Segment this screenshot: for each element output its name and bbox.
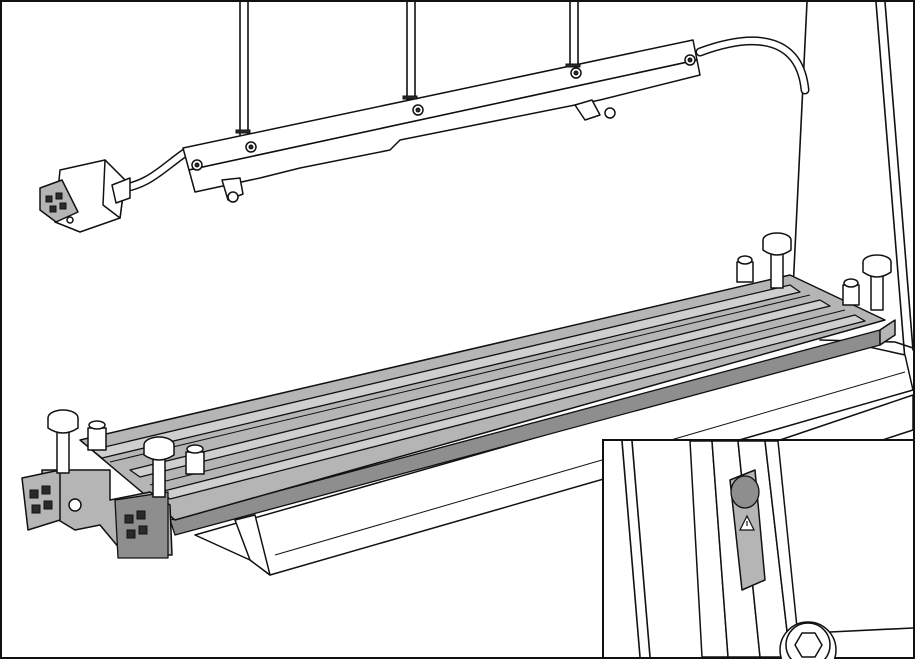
warning-triangle-icon	[739, 514, 755, 531]
mounting-rail-icon	[182, 39, 701, 203]
hanging-rods	[239, 1, 579, 136]
tray-end-block-front	[21, 469, 173, 559]
tray-assembly-icon	[79, 274, 896, 536]
detail-inset	[602, 439, 915, 659]
hex-bolt-icon	[779, 621, 837, 659]
connector-plug-icon	[39, 159, 131, 233]
thumb-screw-icon	[47, 232, 892, 498]
